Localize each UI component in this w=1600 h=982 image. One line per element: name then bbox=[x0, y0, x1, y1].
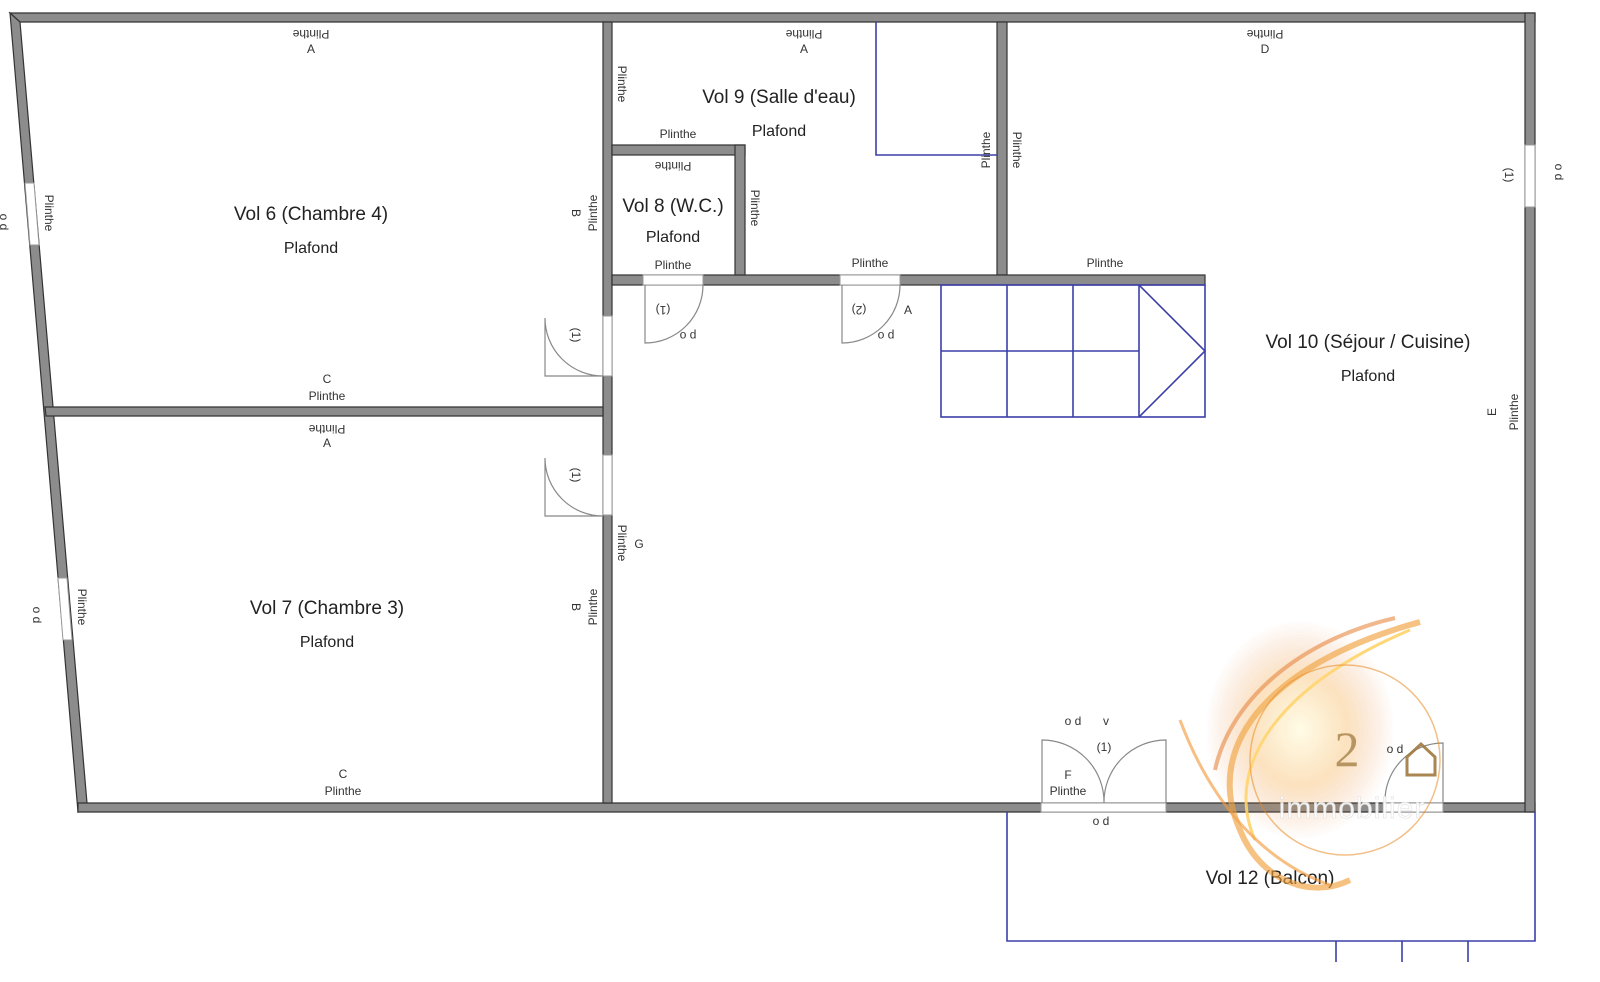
wall-letter: D bbox=[1261, 42, 1270, 56]
wall-letter: G bbox=[634, 537, 643, 551]
door-gap-balcony bbox=[1040, 802, 1167, 813]
wall-vol9-vol10 bbox=[996, 21, 1008, 276]
window-vol6 bbox=[24, 182, 40, 246]
door-gap-vol7 bbox=[602, 454, 613, 516]
wall-letter: C bbox=[339, 767, 348, 781]
opening-code: v bbox=[1103, 714, 1109, 728]
opening-code: o d bbox=[1093, 814, 1110, 828]
door-swing-balcony bbox=[1041, 739, 1167, 804]
opening-code: o d bbox=[0, 214, 11, 231]
balcony-outline bbox=[1006, 812, 1536, 962]
logo-number: 2 bbox=[1335, 721, 1360, 777]
door-number: (1) bbox=[569, 468, 583, 483]
plinthe-label: Plinthe bbox=[979, 131, 993, 168]
door-number: (1) bbox=[569, 328, 583, 343]
wall-letter: B bbox=[569, 603, 583, 611]
plinthe-label: Plinthe bbox=[748, 190, 762, 227]
wall-letter: A bbox=[800, 42, 808, 56]
plinthe-label: Plinthe bbox=[308, 422, 345, 436]
opening-code: p o bbox=[679, 329, 696, 343]
wall-letter: A bbox=[307, 42, 315, 56]
plinthe-label: Plinthe bbox=[325, 784, 362, 798]
door-gap-balcony-2 bbox=[1382, 802, 1444, 813]
plinthe-label: Plinthe bbox=[1246, 27, 1283, 41]
opening-code: o d bbox=[1552, 164, 1566, 181]
wall-vol6-vol7 bbox=[44, 406, 604, 417]
opening-code: o d bbox=[30, 607, 44, 624]
room-ceiling-vol10: Plafond bbox=[1341, 368, 1395, 385]
room-name-vol8: Vol 8 (W.C.) bbox=[622, 196, 723, 217]
room-ceiling-vol6: Plafond bbox=[284, 240, 338, 257]
door-number: (1) bbox=[1097, 740, 1112, 754]
logo-word: immobilier bbox=[1279, 792, 1426, 825]
wall-central-vertical bbox=[602, 21, 613, 804]
room-name-vol7: Vol 7 (Chambre 3) bbox=[250, 598, 404, 619]
annotations: Plinthe A C Plinthe Plinthe A C Plinthe … bbox=[0, 27, 1566, 828]
room-name-vol10: Vol 10 (Séjour / Cuisine) bbox=[1266, 332, 1471, 353]
door-swing-wc bbox=[644, 284, 704, 344]
room-name-vol6: Vol 6 (Chambre 4) bbox=[234, 204, 388, 225]
room-name-vol9: Vol 9 (Salle d'eau) bbox=[702, 87, 856, 108]
plinthe-label: Plinthe bbox=[586, 194, 600, 231]
door-swing-vol6 bbox=[544, 317, 604, 377]
plinthe-label: Plinthe bbox=[586, 588, 600, 625]
door-number: (1) bbox=[1502, 168, 1516, 183]
plinthe-label: Plinthe bbox=[655, 258, 692, 272]
plinthe-label: Plinthe bbox=[1050, 784, 1087, 798]
opening-code: o d bbox=[1065, 714, 1082, 728]
outer-wall-top bbox=[8, 12, 1536, 23]
door-number: (1) bbox=[656, 303, 671, 317]
door-gap-wc bbox=[642, 274, 704, 286]
wall-letter: E bbox=[1485, 408, 1499, 416]
plinthe-label: Plinthe bbox=[309, 389, 346, 403]
door-gap-bath bbox=[839, 274, 901, 286]
window-vol10 bbox=[1524, 144, 1536, 208]
room-ceiling-vol9: Plafond bbox=[752, 123, 806, 140]
plinthe-label: Plinthe bbox=[615, 66, 629, 103]
plinthe-label: Plinthe bbox=[1087, 256, 1124, 270]
door-number: (2) bbox=[852, 303, 867, 317]
door-gap-vol6 bbox=[602, 315, 613, 377]
plinthe-label: Plinthe bbox=[654, 159, 691, 173]
opening-code: p o bbox=[877, 329, 894, 343]
plinthe-label: Plinthe bbox=[852, 256, 889, 270]
room-ceiling-vol7: Plafond bbox=[300, 634, 354, 651]
door-swing-bath bbox=[841, 284, 901, 344]
stairs bbox=[940, 284, 1207, 418]
plinthe-label: Plinthe bbox=[75, 589, 89, 626]
outer-wall-right bbox=[1524, 12, 1536, 813]
room-ceiling-vol8: Plafond bbox=[646, 229, 700, 246]
wall-letter: A bbox=[323, 436, 331, 450]
wall-letter: B bbox=[569, 209, 583, 217]
wall-letter: A bbox=[904, 303, 912, 317]
plinthe-label: Plinthe bbox=[292, 27, 329, 41]
shower-outline bbox=[875, 22, 997, 156]
door-swing-balcony-2 bbox=[1384, 742, 1444, 804]
door-swing-vol7 bbox=[544, 457, 604, 517]
openings bbox=[24, 144, 1536, 813]
door-swings bbox=[544, 284, 1444, 804]
watermark-logo: 2 immobilier bbox=[1178, 616, 1441, 891]
wall-corridor-top bbox=[611, 274, 1206, 286]
plinthe-label: Plinthe bbox=[660, 127, 697, 141]
wall-letter: F bbox=[1064, 768, 1071, 782]
plinthe-label: Plinthe bbox=[42, 195, 56, 232]
plinthe-label: Plinthe bbox=[615, 525, 629, 562]
plinthe-label: Plinthe bbox=[785, 27, 822, 41]
window-vol7 bbox=[57, 577, 73, 641]
wall-letter: C bbox=[323, 372, 332, 386]
wall-wc-right bbox=[734, 144, 746, 276]
house-icon bbox=[1405, 741, 1437, 777]
plinthe-label: Plinthe bbox=[1507, 393, 1521, 430]
wall-wc-top bbox=[611, 144, 746, 156]
plinthe-label: Plinthe bbox=[1010, 132, 1024, 169]
